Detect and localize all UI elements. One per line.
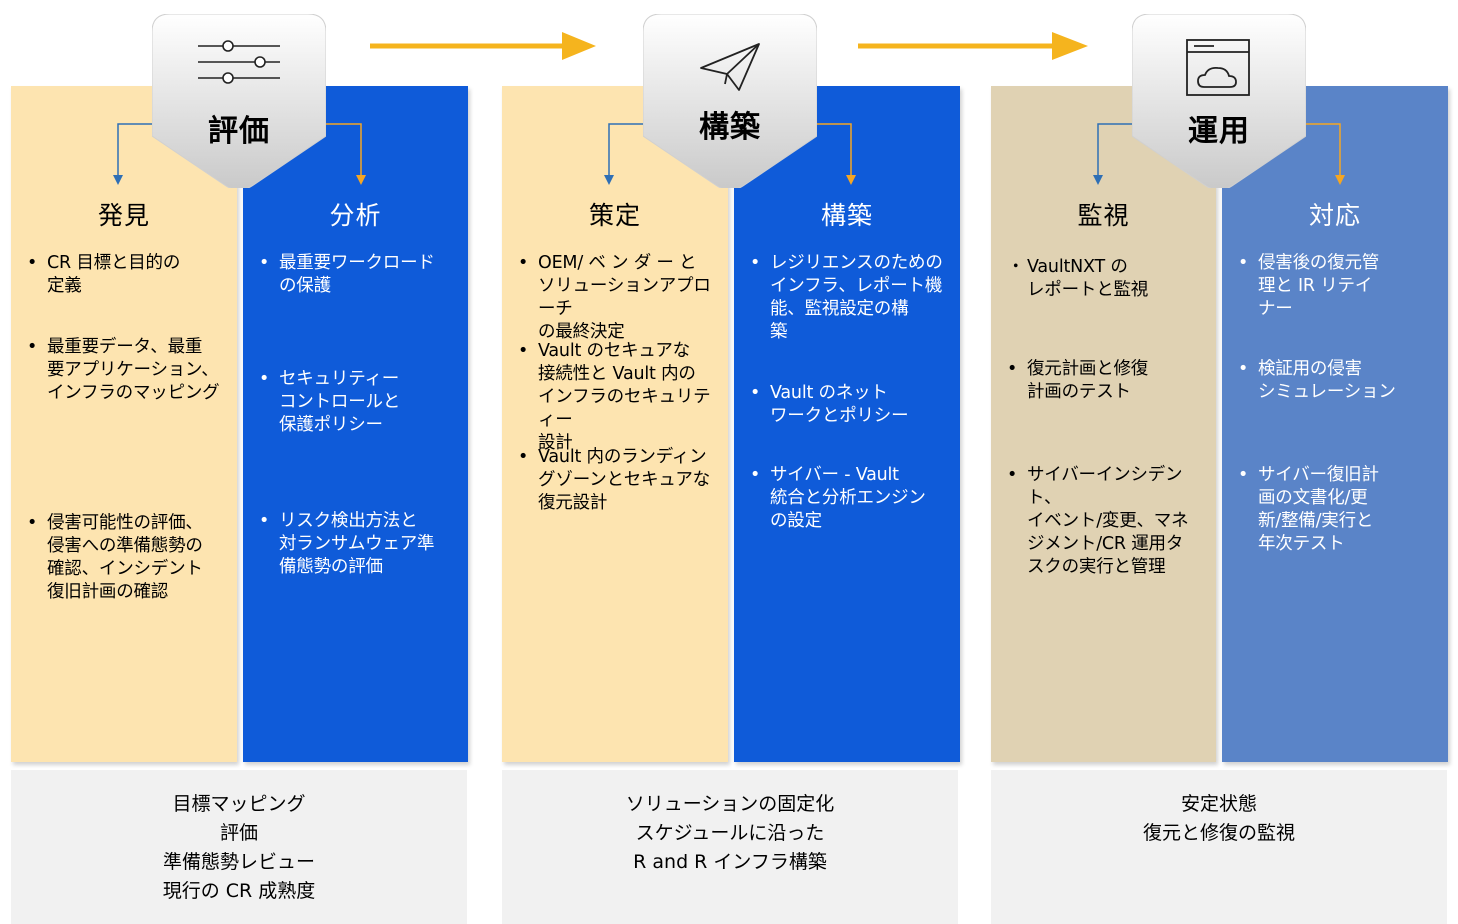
badge-shape [642, 13, 818, 191]
list-item: •セキュリティー コントロールと 保護ポリシー [259, 369, 401, 435]
list-item: •Vault 内のランディン グゾーンとセキュアな 復元設計 [518, 447, 710, 513]
column-heading: 対応 [1308, 201, 1361, 230]
list-item: •最重要ワークロード の保護 [259, 253, 435, 296]
flow-arrow-2 [858, 32, 1088, 60]
stage-title: 運用 [1188, 114, 1250, 149]
badge-shape [1131, 13, 1307, 191]
stage-3-badge: 運用 [1131, 13, 1307, 191]
summary-line: ソリューションの固定化 [625, 793, 835, 815]
column-heading: 構築 [820, 201, 873, 230]
summary-line: R and R インフラ構築 [633, 851, 827, 873]
stage-2-left-column: 策定 •OEM/ ベ ン ダ ー と ソリューションアプローチ の最終決定 •V… [502, 86, 728, 762]
stage-1-left-column: 発見 •CR 目標と目的の 定義 •最重要データ、最重 要アプリケーション、 イ… [11, 86, 237, 762]
summary-line: 安定状態 [1180, 793, 1257, 815]
list-item: •レジリエンスのための インフラ、レポート機 能、監視設定の構 築 [750, 253, 943, 342]
summary-line: 準備態勢レビュー [162, 851, 315, 873]
summary-line: 現行の CR 成熟度 [162, 880, 316, 902]
list-item: •侵害可能性の評価、 侵害への準備態勢の 確認、インシデント 復旧計画の確認 [27, 513, 203, 602]
column-heading: 分析 [329, 201, 382, 230]
list-item: •サイバーインシデント、 イベント/変更、マネ ジメント/CR 運用タ スクの実… [1007, 465, 1189, 577]
stage-title: 構築 [699, 110, 761, 145]
stage-2-summary: ソリューションの固定化 スケジュールに沿った R and R インフラ構築 [502, 770, 958, 924]
cloud-window-icon [1186, 39, 1250, 96]
list-item: •Vault のセキュアな 接続性と Vault 内の インフラのセキュリティー… [518, 341, 711, 453]
list-item: •Vault のネット ワークとポリシー [750, 383, 909, 426]
summary-line: 復元と修復の監視 [1142, 822, 1295, 844]
column-heading: 発見 [97, 201, 150, 230]
stage-3-summary: 安定状態 復元と修復の監視 [991, 770, 1447, 924]
list-item: •OEM/ ベ ン ダ ー と ソリューションアプローチ の最終決定 [518, 253, 711, 342]
stage-3-left-column: 監視 ・VaultNXT の レポートと監視 •復元計画と修復 計画のテスト •… [991, 86, 1216, 762]
list-item: •リスク検出方法と 対ランサムウェア準 備態勢の評価 [259, 511, 435, 577]
stage-title: 評価 [208, 114, 270, 149]
list-item: •サイバー復旧計 画の文書化/更 新/整備/実行と 年次テスト [1238, 465, 1379, 554]
stage-2-right-column: 構築 •レジリエンスのための インフラ、レポート機 能、監視設定の構 築 •Va… [734, 86, 960, 762]
summary-line: 目標マッピング [172, 793, 306, 815]
paper-plane-icon [700, 43, 760, 91]
list-item: •最重要データ、最重 要アプリケーション、 インフラのマッピング [27, 337, 220, 403]
summary-line: 評価 [219, 822, 258, 844]
list-item: •CR 目標と目的の 定義 [27, 253, 181, 296]
column-heading: 監視 [1077, 201, 1130, 230]
stage-1-summary: 目標マッピング 評価 準備態勢レビュー 現行の CR 成熟度 [11, 770, 467, 924]
list-item: ・VaultNXT の レポートと監視 [1007, 257, 1149, 300]
badge-shape [151, 13, 327, 191]
list-item: •復元計画と修復 計画のテスト [1007, 359, 1149, 402]
stage-2-badge: 構築 [642, 13, 818, 191]
sliders-icon [198, 40, 280, 84]
stage-1-badge: 評価 [151, 13, 327, 191]
list-item: •サイバー - Vault 統合と分析エンジン の設定 [750, 465, 926, 531]
column-heading: 策定 [588, 201, 641, 230]
stage-1-right-column: 分析 •最重要ワークロード の保護 •セキュリティー コントロールと 保護ポリシ… [243, 86, 468, 762]
flow-arrow-1 [370, 32, 596, 60]
stage-3-right-column: 対応 •侵害後の復元管 理と IR リテイ ナー •検証用の侵害 シミュレーショ… [1222, 86, 1448, 762]
list-item: •検証用の侵害 シミュレーション [1238, 359, 1396, 402]
list-item: •侵害後の復元管 理と IR リテイ ナー [1238, 253, 1380, 319]
summary-line: スケジュールに沿った [635, 822, 825, 844]
